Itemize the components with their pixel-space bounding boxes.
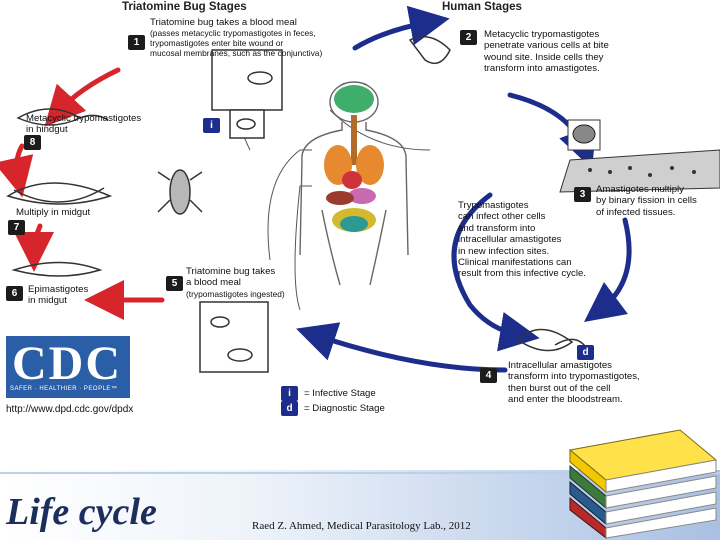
arrow-4-cycle [584,217,632,323]
esophagus [351,115,357,165]
right-header: Human Stages [442,1,522,13]
slide-title: Life cycle [6,491,157,533]
slide-credit: Raed Z. Ahmed, Medical Parasitology Lab.… [252,520,471,532]
intestines [340,216,368,232]
multiply-sketch [6,182,113,205]
cdc-tagline: SAFER · HEALTHIER · PEOPLE™ [10,386,118,392]
legend-diagnostic-label: = Diagnostic Stage [304,403,385,414]
step-2-text: Metacyclic trypomastigotes penetrate var… [484,29,609,75]
step-1-text: Triatomine bug takes a blood meal (passe… [150,17,323,59]
step-3-badge: 3 [574,187,591,202]
amastigote-sketch [408,35,451,65]
step-8-text: Metacyclic trypomastigotes in hindgut [26,113,142,136]
diagnostic-marker: d [577,345,594,360]
step-3-text: Amastigotes multiply by binary fission i… [596,184,697,218]
arrow-3-to-4 [451,192,540,352]
step-4-text: Intracellular amastigotes transform into… [508,360,640,406]
cdc-letters: CDC [12,337,122,390]
infective-marker: i [203,118,220,133]
tissue-cells [559,119,720,193]
legend-infective-label: = Infective Stage [304,388,376,399]
step-8-badge: 8 [24,135,41,150]
liver [326,191,354,205]
heart [342,171,362,189]
human-stage-arrows [296,5,632,373]
stomach [348,188,376,204]
brain [334,85,374,113]
infective-cycle-text: Trypomastigotes can infect other cells a… [458,200,586,280]
arrow-1-to-8 [44,67,121,127]
parasite-sketches [6,35,591,356]
arrow-4-to-5 [296,322,508,373]
arrow-8-to-7 [0,143,34,198]
footer-divider [0,472,720,474]
bug-body [169,169,191,215]
legend-infective-icon: i [281,386,298,401]
life-cycle-diagram [0,5,720,373]
legend-diagnostic-icon: d [281,401,298,416]
arrow-7-to-6 [14,223,55,272]
organs [324,85,384,232]
cdc-url: http://www.dpd.cdc.gov/dpdx [6,404,134,415]
step-5-text: Triatomine bug takes a blood meal (trypo… [186,266,285,299]
bug-sketches [157,49,283,373]
step-6-badge: 6 [6,286,23,301]
step-7-text: Multiply in midgut [16,207,91,218]
step-4-badge: 4 [480,368,497,383]
step-1-badge: 1 [128,35,145,50]
trypomastigote-sketch [516,328,574,352]
bug-stage-arrows [0,67,165,320]
books-icon [568,429,718,540]
epimastigote-sketch [11,261,103,277]
human-figure [299,81,409,286]
left-header: Triatomine Bug Stages [122,1,247,13]
right-lung [356,145,384,185]
step-7-badge: 7 [8,220,25,235]
step-6-text: Epimastigotes in midgut [28,284,89,307]
arrow-1-to-2 [352,5,450,51]
step-5-badge: 5 [166,276,183,291]
step-2-badge: 2 [460,30,477,45]
cdc-logo: CDC SAFER · HEALTHIER · PEOPLE™ [6,336,130,398]
